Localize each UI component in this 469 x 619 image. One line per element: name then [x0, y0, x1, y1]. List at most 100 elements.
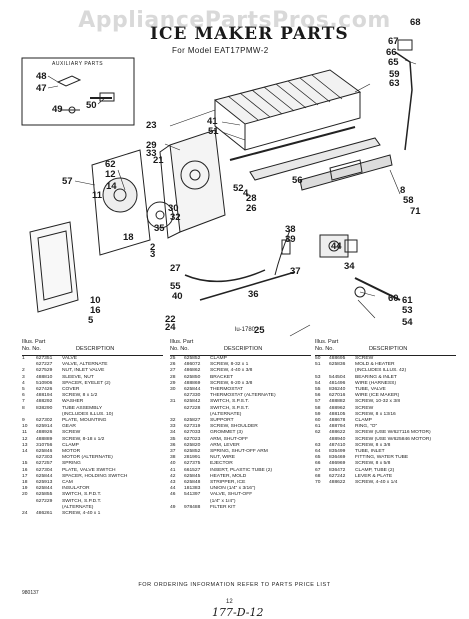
table-row: 6 488194 SCREW, 8 x 1/2 — [22, 393, 163, 399]
part-no: 488926 — [36, 430, 53, 436]
description: SCREW, 8 x 1/2 — [62, 393, 98, 399]
part-no: 625846 — [36, 449, 53, 455]
illus-no: 9 — [22, 418, 25, 424]
ice-stripper — [249, 137, 381, 181]
ice-maker-mold — [213, 69, 362, 151]
illus-no: 43 — [170, 480, 176, 486]
description: (ALTERNATE) — [62, 504, 94, 510]
aux-nut — [68, 106, 76, 114]
callout-32: 32 — [170, 212, 181, 223]
part-no: 627529 — [36, 368, 53, 374]
callout-33: 33 — [146, 148, 157, 159]
illus-no: 20 — [22, 492, 28, 498]
callout-16: 16 — [90, 305, 101, 316]
part-no: 627227 — [36, 362, 53, 368]
illus-no: 27 — [170, 368, 176, 374]
part-no: 625836 — [329, 362, 346, 368]
callout-57: 57 — [62, 176, 73, 187]
part-no: 486261 — [36, 511, 53, 517]
auxiliary-parts-box — [21, 57, 135, 126]
header-illus: Illus. Part — [315, 339, 339, 345]
callout-68: 68 — [410, 17, 421, 28]
callout-63: 63 — [389, 78, 400, 89]
description: SPACER, HOLDING SWITCH — [62, 473, 128, 479]
shut-off-lever — [199, 271, 296, 301]
illus-no: 44 — [170, 486, 176, 492]
callout-21: 21 — [153, 155, 164, 166]
illus-no: 28 — [170, 374, 176, 380]
callout-71: 71 — [410, 206, 421, 217]
illus-no: 41 — [170, 467, 176, 473]
illus-no: 14 — [22, 449, 28, 455]
part-no: 625852 — [184, 449, 201, 455]
header-no: No. No. — [315, 346, 334, 352]
callout-62: 62 — [105, 159, 116, 170]
callout-23: 23 — [146, 120, 157, 131]
illus-no: 12 — [22, 436, 28, 442]
description: SCREW, 8-32 x 1 — [210, 362, 249, 368]
header-description: DESCRIPTION — [224, 346, 263, 352]
callout-53: 53 — [402, 305, 413, 316]
description: NUT, WIRE — [210, 455, 235, 461]
illus-no: 2 — [22, 368, 25, 374]
callout-61: 61 — [402, 295, 413, 306]
callout-55: 55 — [170, 281, 181, 292]
callout-44: 44 — [331, 241, 342, 252]
illus-no: 61 — [315, 424, 321, 430]
description: SCREW, 8 x 13/16 — [355, 411, 396, 417]
callout-58: 58 — [403, 195, 414, 206]
callout-67: 67 — [388, 36, 399, 47]
illus-no: 54 — [315, 380, 321, 386]
description: SCREW, 8-18 x 1/2 — [62, 436, 105, 442]
description: BRACKET — [210, 374, 234, 380]
inlet-fitting — [397, 39, 413, 51]
description: BEARING & INLET — [355, 374, 397, 380]
callout-59: 59 — [389, 69, 400, 80]
aux-tube-part — [56, 75, 82, 87]
description: WASHER — [62, 399, 84, 405]
part-no: 625827 — [184, 418, 201, 424]
description: PLATE, MOUNTING — [62, 418, 107, 424]
description: WIRE (ICE MAKER) — [355, 393, 400, 399]
part-no: 488882 — [329, 399, 346, 405]
callout-51: 51 — [208, 126, 219, 137]
callout-22: 22 — [165, 314, 176, 325]
illus-no: 3 — [22, 374, 25, 380]
callout-48: 48 — [36, 71, 47, 82]
description: CLAMP — [210, 356, 227, 361]
part-no: 510906 — [36, 380, 53, 386]
description: CLAMP — [62, 442, 79, 448]
callout-27: 27 — [170, 263, 181, 274]
part-no: 625844 — [36, 473, 53, 479]
description: CLAMP — [355, 418, 372, 424]
description: EJECTOR — [210, 461, 233, 467]
description: SCREW — [355, 356, 374, 361]
illus-no: 6 — [22, 393, 25, 399]
illus-no: 46 — [170, 492, 176, 498]
description: SCREW, 4-40 x 1/4 — [355, 480, 398, 486]
part-no: 488194 — [36, 393, 53, 399]
illus-no: 29 — [170, 380, 176, 386]
